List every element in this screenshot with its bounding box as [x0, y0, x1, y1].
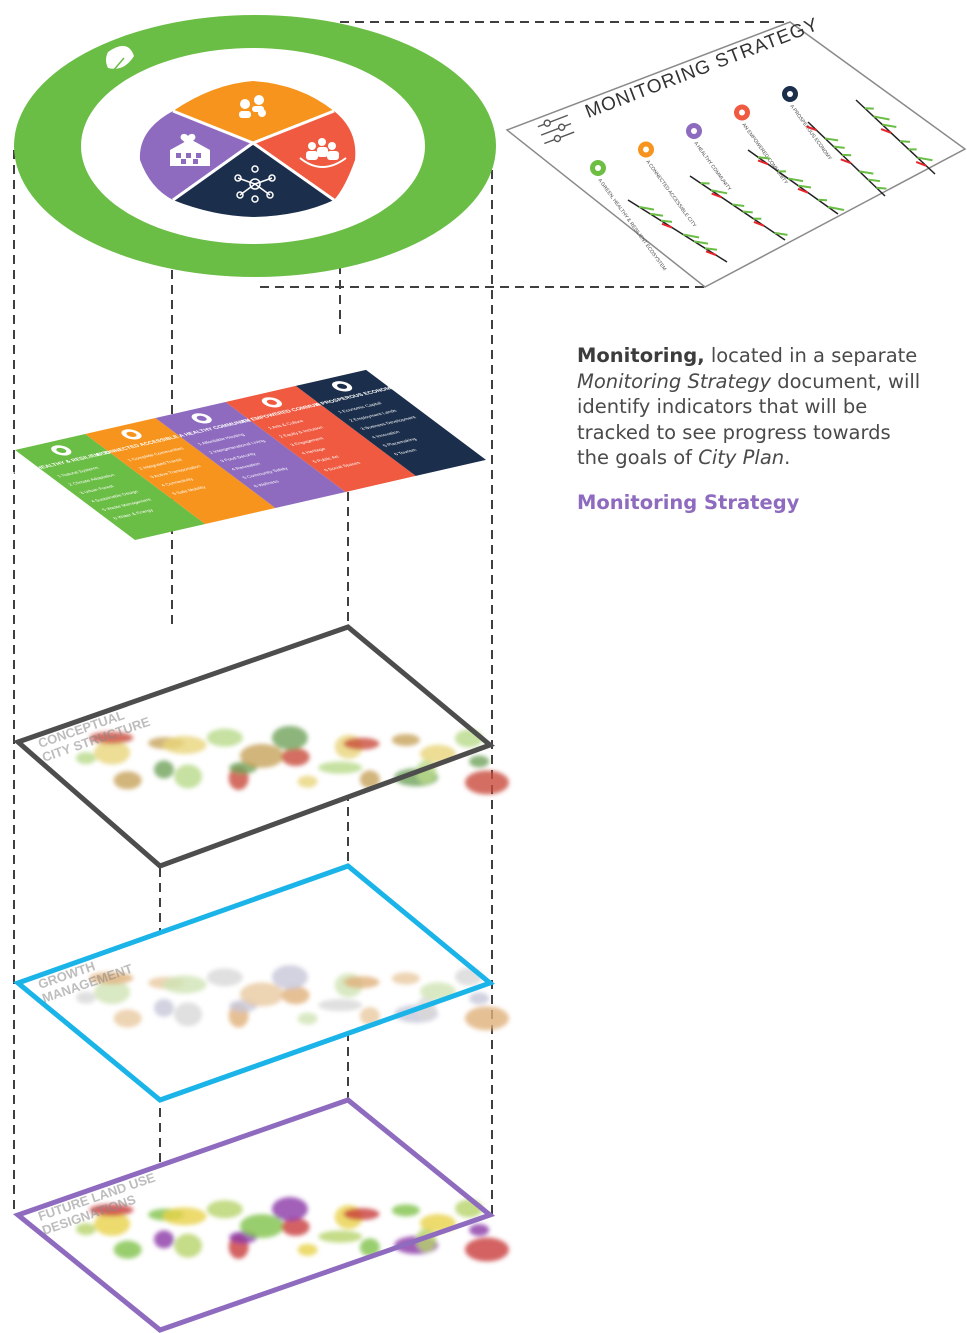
positive-tick: [757, 156, 771, 160]
positive-tick: [873, 115, 890, 121]
indicator-axis: [627, 199, 728, 263]
goal-column-item: 6 Social Spaces: [323, 461, 363, 473]
positive-tick: [774, 231, 788, 236]
goal-column-item: 5 Placemaking: [382, 437, 419, 448]
positive-tick: [682, 233, 700, 239]
positive-tick: [899, 140, 910, 143]
goal-column-item: 4 Heritage: [300, 447, 328, 456]
monitoring-strategy-link[interactable]: Monitoring Strategy: [577, 490, 800, 514]
indicator-axis: [747, 149, 839, 215]
positive-tick: [917, 156, 933, 162]
negative-tick: [661, 222, 673, 229]
positive-tick: [827, 205, 845, 211]
map-frame: [12, 1097, 496, 1333]
indicator-axis: [689, 175, 786, 241]
map-illustration: [75, 725, 509, 795]
positive-tick: [859, 170, 874, 175]
positive-tick: [867, 178, 881, 183]
note-italic-1: Monitoring Strategy: [577, 369, 772, 393]
map-frame: [13, 863, 495, 1103]
goal-columns-card: A GREEN, HEALTHY & RESILIENT ECOSYSTEM1 …: [6, 369, 487, 541]
positive-tick: [787, 177, 804, 183]
negative-tick: [880, 128, 892, 134]
positive-tick: [824, 137, 839, 142]
indicator-axis: [855, 99, 936, 175]
goals-donut: [14, 15, 496, 277]
negative-tick: [806, 125, 817, 132]
negative-tick: [915, 161, 927, 167]
positive-tick: [660, 219, 673, 223]
positive-tick: [833, 145, 845, 149]
house-heart-icon: [170, 133, 210, 166]
goal-column-item: 4 Recreation: [230, 462, 263, 472]
note-italic-2: City Plan: [698, 446, 785, 469]
goal-column-item: 3 Urban Forest: [78, 484, 116, 495]
goal-column-item: 5 Safe Mobility: [171, 485, 208, 496]
positive-tick: [732, 203, 745, 207]
goal-column-item: 3 Food Security: [219, 452, 258, 464]
positive-tick: [742, 210, 753, 214]
goal-column-item: 4 Connectivity: [160, 477, 196, 488]
negative-tick: [705, 250, 717, 257]
map-illustration: [75, 1197, 509, 1262]
negative-tick: [711, 192, 723, 199]
goal-column-item: 5 Public Art: [311, 455, 341, 464]
monitoring-strategy-sheet[interactable]: MONITORING STRATEGY A GREEN, HEALTHY & R…: [505, 14, 967, 288]
indicator-tick-charts: [627, 99, 936, 263]
donut-quadrant-orange: [173, 81, 334, 143]
map-frame: [13, 624, 495, 869]
goal-column-item: 1 Arts & Culture: [267, 419, 306, 430]
negative-tick: [753, 221, 765, 227]
positive-tick: [704, 247, 718, 251]
positive-tick: [638, 205, 655, 211]
positive-tick: [876, 186, 887, 190]
note-text-3: .: [784, 446, 791, 469]
negative-tick: [840, 158, 852, 165]
leaf-icon: [106, 45, 134, 73]
monitoring-note: Monitoring, located in a separate Monito…: [577, 343, 927, 515]
people-icon: [239, 95, 266, 118]
indicator-axis: [807, 121, 886, 197]
goal-column-item: 6 Wellness: [252, 479, 281, 488]
positive-tick: [693, 240, 709, 245]
map-illustration: [75, 965, 509, 1031]
network-icon: [234, 165, 276, 203]
note-text-1: located in a separate: [704, 344, 918, 367]
sliders-icon: [537, 114, 575, 145]
positive-tick: [797, 184, 812, 189]
positive-tick: [710, 189, 728, 195]
negative-tick: [757, 159, 769, 166]
goal-column-item: 4 Innovation: [370, 430, 402, 440]
goal-column-item: 6 Tourism: [393, 448, 419, 456]
positive-tick: [882, 123, 897, 128]
positive-tick: [649, 212, 664, 217]
note-bold-lead: Monitoring,: [577, 344, 705, 367]
community-icon: [299, 138, 347, 168]
negative-tick: [797, 187, 809, 194]
goal-column-item: 3 Engagement: [289, 436, 326, 447]
note-text-2: document, will identify indicators that …: [577, 369, 921, 470]
